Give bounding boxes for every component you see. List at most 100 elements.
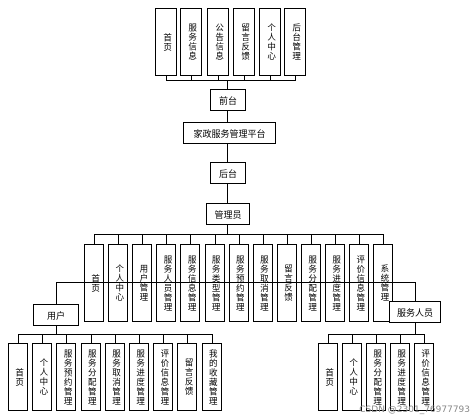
admin-module-11: 评价信息管理 bbox=[349, 244, 370, 322]
admin-module-10: 服务进度管理 bbox=[325, 244, 345, 322]
staff-module-1: 个人中心 bbox=[342, 343, 362, 411]
frontend-box: 前台 bbox=[210, 89, 246, 111]
admin-module-5-label: 服务类型管理 bbox=[210, 254, 221, 312]
admin-module-9-label: 服务分配管理 bbox=[306, 254, 317, 312]
top-module-0-label: 首页 bbox=[161, 32, 172, 52]
admin-box-label: 管理员 bbox=[214, 210, 242, 221]
admin-module-8: 留言反馈 bbox=[276, 244, 297, 322]
top-module-0: 首页 bbox=[155, 8, 177, 76]
connector-line bbox=[400, 334, 401, 344]
user-module-4: 服务取消管理 bbox=[104, 343, 125, 411]
staff-module-2: 服务分配管理 bbox=[366, 343, 386, 411]
connector-line bbox=[191, 76, 192, 81]
connector-line bbox=[227, 111, 228, 123]
connector-line bbox=[214, 234, 216, 245]
connector-line bbox=[310, 234, 312, 245]
backend-box: 后台 bbox=[210, 162, 246, 184]
staff-module-4: 评价信息管理 bbox=[414, 343, 434, 411]
user-module-4-label: 服务取消管理 bbox=[110, 348, 121, 406]
admin-module-3-label: 服务人员管理 bbox=[161, 254, 172, 312]
connector-line bbox=[415, 323, 416, 335]
connector-line bbox=[286, 234, 288, 245]
connector-line bbox=[211, 334, 213, 344]
connector-line bbox=[383, 234, 385, 245]
connector-line bbox=[42, 334, 44, 344]
top-module-2-label: 公告信息 bbox=[213, 23, 224, 61]
connector-line bbox=[262, 234, 264, 245]
watermark: CSDN @2301_76977793 bbox=[359, 405, 470, 415]
user-module-0-label: 首页 bbox=[13, 367, 24, 387]
staff-module-3: 服务进度管理 bbox=[390, 343, 410, 411]
staff-module-2-label: 服务分配管理 bbox=[371, 348, 382, 406]
connector-line bbox=[166, 80, 296, 81]
user-module-6-label: 评价信息管理 bbox=[158, 348, 169, 406]
admin-module-7-label: 服务取消管理 bbox=[258, 254, 269, 312]
user-module-7: 留言反馈 bbox=[177, 343, 198, 411]
admin-module-0-label: 首页 bbox=[89, 273, 100, 293]
connector-line bbox=[166, 76, 167, 81]
connector-line bbox=[415, 282, 416, 305]
connector-line bbox=[90, 334, 92, 344]
staff-box-label: 服务人员 bbox=[396, 308, 433, 319]
connector-line bbox=[18, 334, 19, 344]
admin-module-6: 服务预约管理 bbox=[228, 244, 249, 322]
user-box: 用户 bbox=[33, 304, 79, 326]
connector-line bbox=[142, 234, 144, 245]
admin-module-1-label: 个人中心 bbox=[113, 264, 124, 302]
staff-module-0: 首页 bbox=[318, 343, 338, 411]
top-module-3: 留言反馈 bbox=[233, 8, 255, 76]
connector-line bbox=[139, 334, 140, 344]
platform-box: 家政服务管理平台 bbox=[183, 122, 276, 144]
admin-module-1: 个人中心 bbox=[108, 244, 129, 322]
platform-box-label: 家政服务管理平台 bbox=[193, 129, 266, 140]
admin-module-6-label: 服务预约管理 bbox=[234, 254, 245, 312]
connector-line bbox=[227, 225, 228, 235]
user-module-5-label: 服务进度管理 bbox=[134, 348, 145, 406]
connector-line bbox=[227, 184, 228, 204]
admin-module-8-label: 留言反馈 bbox=[282, 264, 293, 302]
staff-module-4-label: 评价信息管理 bbox=[419, 348, 430, 406]
staff-module-0-label: 首页 bbox=[323, 367, 334, 387]
connector-line bbox=[359, 234, 361, 245]
connector-line bbox=[56, 282, 416, 283]
admin-module-12: 系统管理 bbox=[373, 244, 394, 322]
connector-line bbox=[270, 76, 271, 81]
connector-line bbox=[114, 334, 116, 344]
connector-line bbox=[118, 234, 120, 245]
user-box-label: 用户 bbox=[46, 311, 65, 322]
top-module-1: 服务信息 bbox=[180, 8, 202, 76]
admin-module-4: 服务信息管理 bbox=[180, 244, 201, 322]
top-module-2: 公告信息 bbox=[207, 8, 229, 76]
admin-box: 管理员 bbox=[206, 203, 250, 225]
connector-line bbox=[227, 80, 228, 90]
connector-line bbox=[424, 334, 425, 344]
top-module-1-label: 服务信息 bbox=[186, 23, 197, 61]
connector-line bbox=[352, 334, 353, 344]
user-module-3: 服务分配管理 bbox=[80, 343, 101, 411]
user-module-8: 我的收藏管理 bbox=[201, 343, 222, 411]
connector-line bbox=[218, 76, 219, 81]
top-module-5-label: 后台管理 bbox=[290, 23, 301, 61]
admin-module-7: 服务取消管理 bbox=[252, 244, 273, 322]
admin-module-2: 用户管理 bbox=[132, 244, 153, 322]
connector-line bbox=[163, 334, 165, 344]
user-module-0: 首页 bbox=[8, 343, 28, 411]
staff-module-3-label: 服务进度管理 bbox=[395, 348, 406, 406]
connector-line bbox=[56, 282, 57, 305]
admin-module-3: 服务人员管理 bbox=[156, 244, 177, 322]
admin-module-10-label: 服务进度管理 bbox=[330, 254, 341, 312]
admin-module-4-label: 服务信息管理 bbox=[186, 254, 197, 312]
staff-module-1-label: 个人中心 bbox=[347, 358, 358, 396]
user-module-7-label: 留言反馈 bbox=[183, 358, 194, 396]
connector-line bbox=[94, 234, 95, 245]
admin-module-2-label: 用户管理 bbox=[137, 264, 148, 302]
user-module-1-label: 个人中心 bbox=[37, 358, 48, 396]
user-module-6: 评价信息管理 bbox=[153, 343, 174, 411]
user-module-2: 服务预约管理 bbox=[56, 343, 77, 411]
user-module-5: 服务进度管理 bbox=[129, 343, 149, 411]
top-module-3-label: 留言反馈 bbox=[239, 23, 250, 61]
connector-line bbox=[166, 234, 168, 245]
top-module-4-label: 个人中心 bbox=[265, 23, 276, 61]
admin-module-9: 服务分配管理 bbox=[300, 244, 321, 322]
